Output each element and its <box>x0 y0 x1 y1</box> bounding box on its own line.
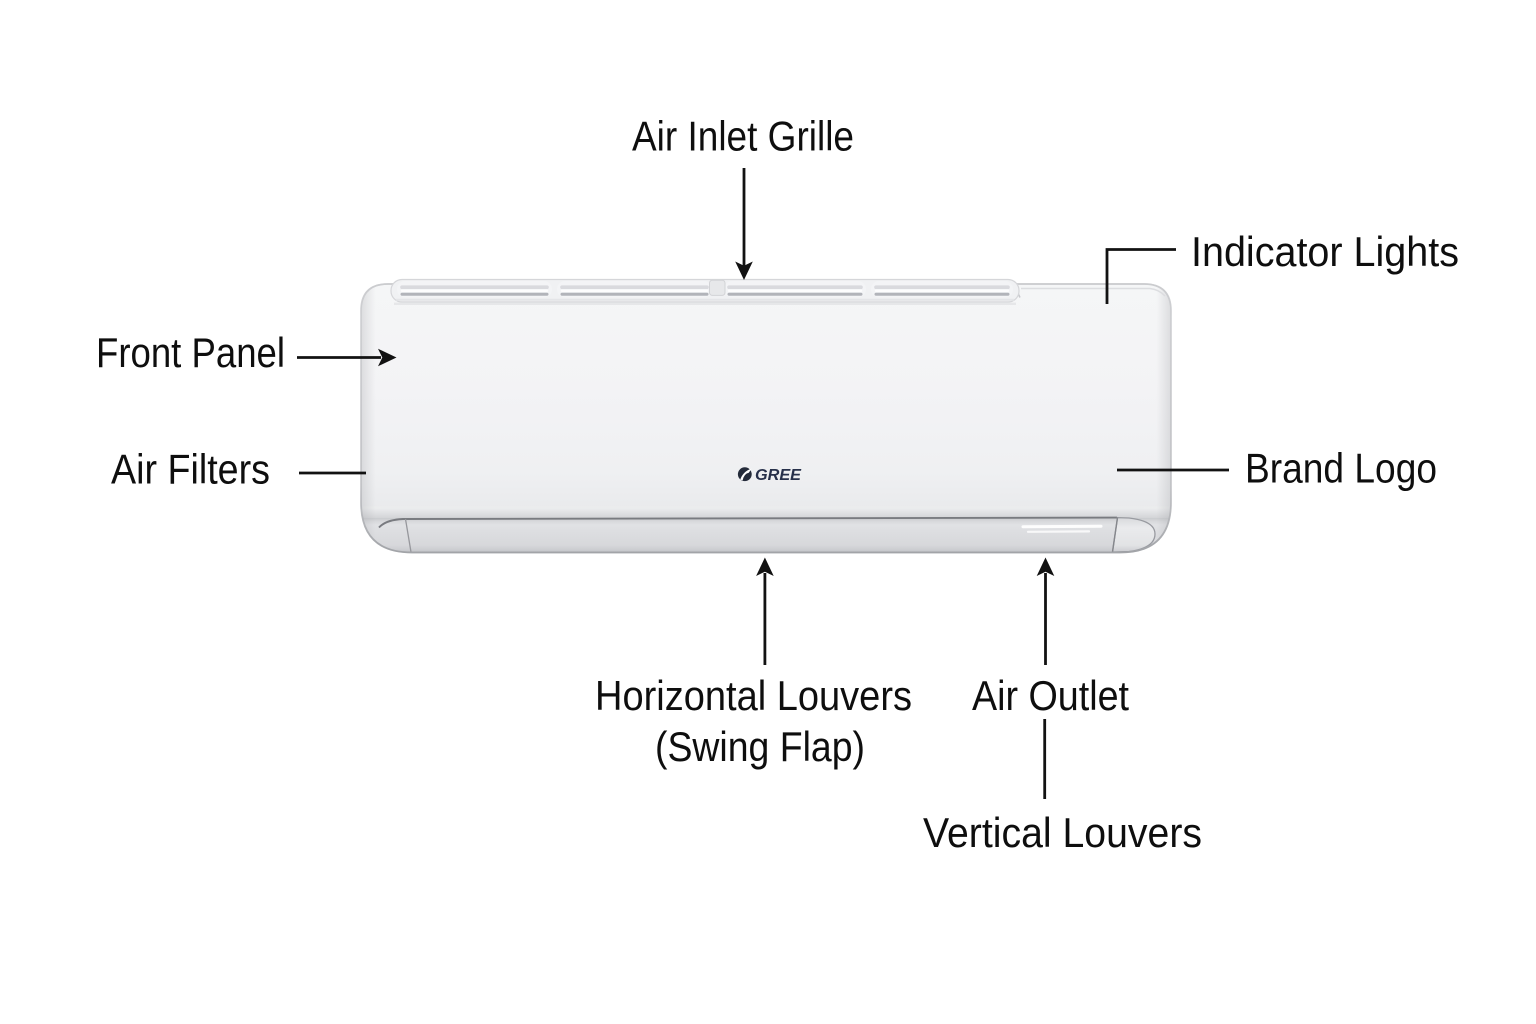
svg-text:Vertical Louvers: Vertical Louvers <box>923 809 1202 856</box>
svg-text:Indicator Lights: Indicator Lights <box>1191 228 1459 275</box>
svg-text:Air Filters: Air Filters <box>111 446 270 493</box>
svg-text:(Swing Flap): (Swing Flap) <box>655 723 865 770</box>
svg-text:Horizontal Louvers: Horizontal Louvers <box>595 672 912 719</box>
svg-text:Brand Logo: Brand Logo <box>1245 445 1437 492</box>
svg-text:Air Inlet Grille: Air Inlet Grille <box>632 113 854 160</box>
svg-text:GREE: GREE <box>755 467 802 484</box>
svg-text:Front Panel: Front Panel <box>96 329 285 376</box>
svg-text:Air Outlet: Air Outlet <box>972 672 1129 719</box>
